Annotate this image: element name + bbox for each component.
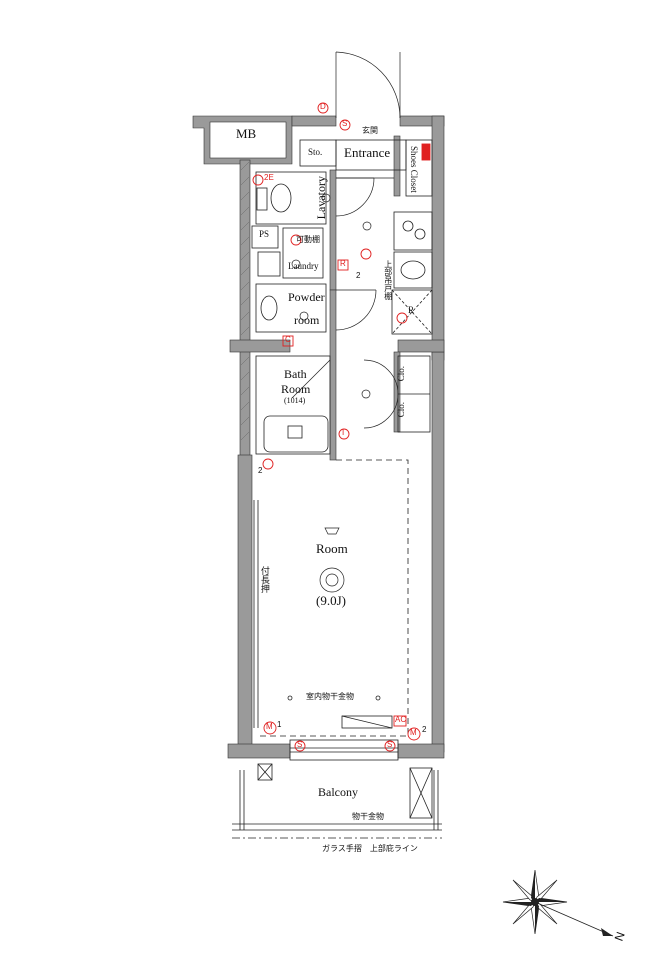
indoor-drying-label: 室内物干金物 <box>306 692 354 701</box>
refrigerator-label: R <box>408 305 415 315</box>
socket-count-letter: 2 <box>356 271 361 280</box>
furniture-note-label: 付長押 <box>259 566 270 593</box>
control-panel-icon <box>282 335 294 347</box>
socket-icon <box>252 174 264 186</box>
walls <box>192 115 445 759</box>
socket-icon <box>263 721 277 735</box>
wall-hatch <box>240 161 250 441</box>
socket-icon <box>407 727 421 741</box>
socket-icon <box>262 458 274 470</box>
meter-count-letter-2: 2 <box>422 725 427 734</box>
meter-count-letter: 1 <box>277 720 282 729</box>
main-room-label: Room <box>316 541 348 556</box>
balcony-label: Balcony <box>318 785 358 799</box>
closet-b-label: Clo. <box>396 402 406 418</box>
socket-icon <box>360 248 372 260</box>
remote-icon <box>337 259 349 271</box>
outdoor-drying-label: 物干金物 <box>352 812 384 821</box>
meter-letter: M <box>266 722 273 731</box>
bath-label-2: Room <box>281 382 311 396</box>
downlight-icon <box>299 311 309 321</box>
aircon-icon <box>393 715 407 727</box>
electrical-symbols <box>252 102 431 752</box>
closet-a-label: Clo. <box>396 366 406 382</box>
socket-icon <box>396 312 408 324</box>
downlight-icon <box>361 389 371 399</box>
distribution-board-icon <box>317 102 329 114</box>
sto-label: Sto. <box>308 147 323 157</box>
speaker-letter-left: S <box>297 740 303 749</box>
compass-icon <box>502 869 614 937</box>
entrance-jp-label: 玄関 <box>362 126 378 135</box>
bath-size-label: (1014) <box>284 396 306 405</box>
fixed-shelf-label: 可動棚 <box>296 235 320 244</box>
socket-count-letter-2: 2 <box>258 466 263 475</box>
light-fixtures <box>291 193 372 593</box>
ps-label: PS <box>259 229 270 239</box>
upper-cabinet-label: 上部吊戸棚 <box>383 260 393 300</box>
lavatory-label: Lavatory <box>314 176 328 220</box>
fixtures <box>232 139 442 839</box>
shoes-closet-label: Shoes Closet <box>408 146 419 193</box>
powder-room-label-1: Powder <box>288 290 325 304</box>
control-panel-letter: C <box>285 335 291 344</box>
intercom-icon <box>338 428 350 440</box>
railing-note-label: ガラス手摺 上部庇ライン <box>322 844 418 853</box>
main-room-size-label: (9.0J) <box>316 593 346 608</box>
speaker-icon <box>384 740 396 752</box>
ceiling-light-icon <box>319 567 345 593</box>
mb-label: MB <box>236 126 257 141</box>
downlight-icon <box>291 259 301 269</box>
bath-label-1: Bath <box>284 367 307 381</box>
meter-letter-2: M <box>410 728 417 737</box>
intercom-letter: I <box>342 428 345 437</box>
speaker-letter-right: S <box>387 740 393 749</box>
breaker-icon <box>421 143 431 161</box>
powder-room-label-2: room <box>294 313 320 327</box>
speaker-icon <box>294 740 306 752</box>
two-e-letter: 2E <box>264 173 274 182</box>
laundry-label: Laundry <box>288 261 319 271</box>
entrance-label: Entrance <box>344 145 391 160</box>
downlight-icon <box>324 527 340 535</box>
smoke-detector-icon <box>339 119 351 131</box>
distribution-board-letter: D <box>320 102 326 111</box>
downlight-icon <box>362 221 372 231</box>
downlight-icon <box>321 193 331 203</box>
remote-letter: R <box>340 259 346 268</box>
smoke-detector-letter: S <box>342 119 348 128</box>
aircon-letter: AC <box>395 715 407 724</box>
door-swings <box>291 51 401 429</box>
socket-icon <box>290 234 302 246</box>
